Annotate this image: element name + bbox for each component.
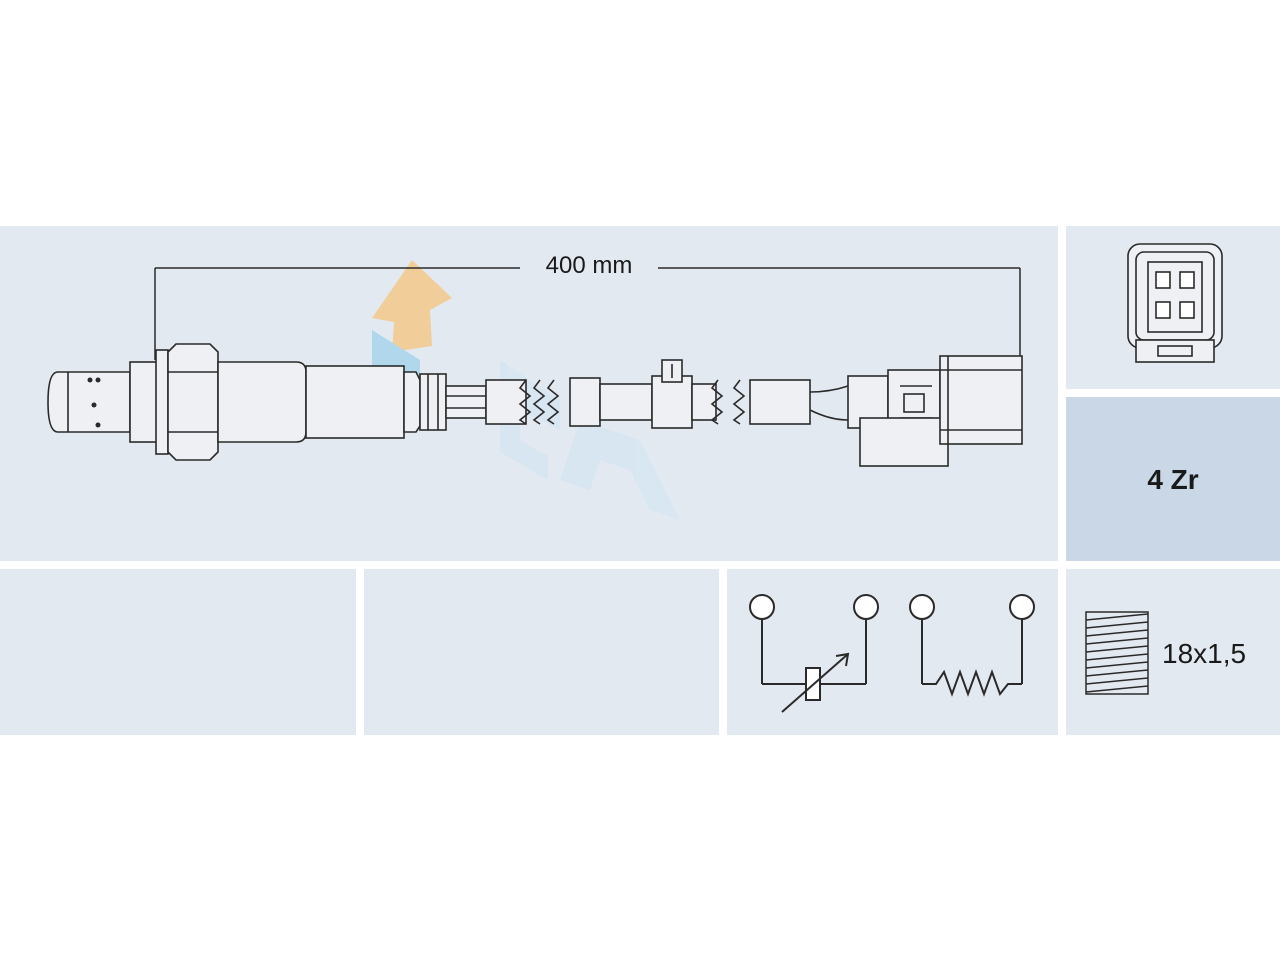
wires-label: 4 Zr xyxy=(1147,464,1199,495)
dimension-line xyxy=(154,267,1021,360)
empty-panel-1 xyxy=(0,569,356,735)
dimension-label: 400 mm xyxy=(545,252,633,279)
cable-end xyxy=(749,379,849,425)
connector-pinout-icon xyxy=(1127,243,1223,363)
connector-plug xyxy=(847,355,1023,467)
circuit-panel xyxy=(727,569,1058,735)
cable-break-2 xyxy=(710,379,746,425)
sensor-body xyxy=(47,343,527,461)
heater-circuit-icon xyxy=(749,594,1035,713)
thread-label: 18x1,5 xyxy=(1162,638,1247,669)
thread-icon xyxy=(1085,611,1149,695)
cable-break-1 xyxy=(518,379,560,425)
thread-panel xyxy=(1066,569,1280,735)
wires-panel xyxy=(1066,397,1280,561)
cable-middle xyxy=(569,359,717,429)
empty-panel-2 xyxy=(364,569,719,735)
